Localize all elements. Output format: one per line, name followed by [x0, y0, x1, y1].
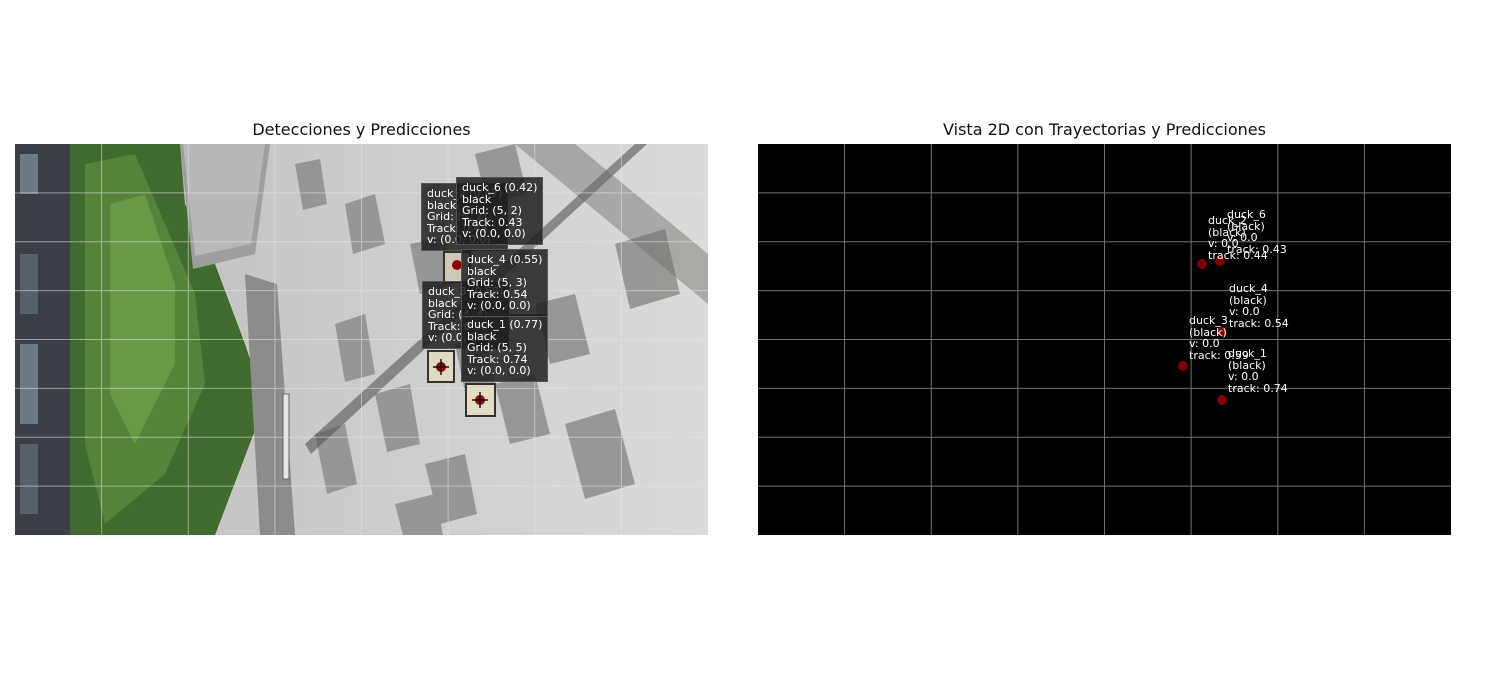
detection-box-duck-3 — [427, 350, 455, 383]
detection-color: black — [467, 264, 497, 278]
label-track: track: 0.74 — [1228, 381, 1288, 395]
view2d-label-duck-1: duck_1 (black) v: 0.0 track: 0.74 — [1228, 348, 1288, 394]
detection-header: duck_4 (0.55) — [467, 253, 543, 266]
label-velocity: v: 0.0 — [1227, 231, 1258, 244]
camera-scene — [15, 144, 708, 535]
detection-header: duck_6 (0.42) — [462, 181, 538, 194]
label-track: track: 0.59 — [1189, 348, 1249, 362]
detection-info-duck-6: duck_6 (0.42) black Grid: (5, 2) Track: … — [456, 177, 544, 245]
detection-track: Track: 0.74 — [467, 352, 528, 366]
detection-color: black — [462, 192, 492, 206]
label-velocity: v: 0.0 — [1189, 337, 1220, 350]
top-down-grid — [758, 144, 1451, 535]
detection-color: black — [467, 329, 497, 343]
detection-velocity: v: (0.0, 0.0) — [467, 364, 531, 377]
label-color: (black) — [1189, 325, 1227, 339]
detection-velocity: v: (0.0, 0.0) — [462, 227, 526, 240]
view2d-label-duck-6: duck_6 (black) v: 0.0 track: 0.43 — [1227, 209, 1287, 255]
label-velocity: v: 0.0 — [1208, 237, 1239, 250]
detection-info-duck-4: duck_4 (0.55) black Grid: (5, 3) Track: … — [461, 249, 549, 317]
left-panel-title: Detecciones y Predicciones — [252, 120, 471, 139]
detection-box-duck-1 — [465, 383, 496, 417]
duck-marker-duck-2 — [1197, 259, 1207, 269]
label-name: duck_1 — [1228, 347, 1267, 360]
detection-track: Track: 0.43 — [462, 215, 523, 229]
detection-color: black — [427, 198, 457, 212]
right-panel-title: Vista 2D con Trayectorias y Predicciones — [943, 120, 1266, 139]
label-track: track: 0.54 — [1229, 316, 1289, 330]
view2d-label-duck-3: duck_3 (black) v: 0.0 track: 0.59 — [1189, 315, 1249, 361]
view2d-label-duck-4: duck_4 (black) v: 0.0 track: 0.54 — [1229, 283, 1289, 329]
label-velocity: v: 0.0 — [1229, 305, 1260, 318]
detection-info-duck-1: duck_1 (0.77) black Grid: (5, 5) Track: … — [461, 314, 549, 382]
duck-marker-duck-6 — [1215, 256, 1225, 266]
detection-color: black — [428, 296, 458, 310]
label-color: (black) — [1227, 219, 1265, 233]
label-name: duck_6 — [1227, 208, 1266, 221]
detection-grid: Grid: (4, 4) — [428, 308, 488, 321]
label-track: track: 0.43 — [1227, 242, 1287, 256]
duck-marker-duck-3 — [1178, 361, 1188, 371]
detection-grid: Grid: (5, 5) — [467, 341, 527, 354]
detection-header: duck_1 (0.77) — [467, 318, 543, 331]
top-down-view: duck_2 (black) v: 0.0 track: 0.44 duck_6… — [758, 144, 1451, 535]
duck-marker-duck-4 — [1217, 327, 1227, 337]
label-velocity: v: 0.0 — [1228, 370, 1259, 383]
detection-velocity: v: (0.0, 0.0) — [428, 331, 492, 344]
duck-marker-duck-1 — [1217, 395, 1227, 405]
detection-grid: Grid: (5, 3) — [467, 276, 527, 289]
label-track: track: 0.44 — [1208, 248, 1268, 262]
detection-track: Track: 0.59 — [428, 319, 489, 333]
view2d-label-duck-2: duck_2 (black) v: 0.0 track: 0.44 — [1208, 215, 1268, 261]
label-color: (black) — [1208, 225, 1246, 239]
detection-track: Track: 0.54 — [467, 287, 528, 301]
label-name: duck_4 — [1229, 282, 1268, 295]
detection-grid: Grid: (5, 2) — [462, 204, 522, 217]
label-color: (black) — [1229, 293, 1267, 307]
camera-frame: duck_2 (0.47) black Grid: (5, 2) Track: … — [15, 144, 708, 535]
label-name: duck_2 — [1208, 214, 1247, 227]
label-name: duck_3 — [1189, 314, 1228, 327]
detection-velocity: v: (0.0, 0.0) — [467, 299, 531, 312]
label-color: (black) — [1228, 358, 1266, 372]
